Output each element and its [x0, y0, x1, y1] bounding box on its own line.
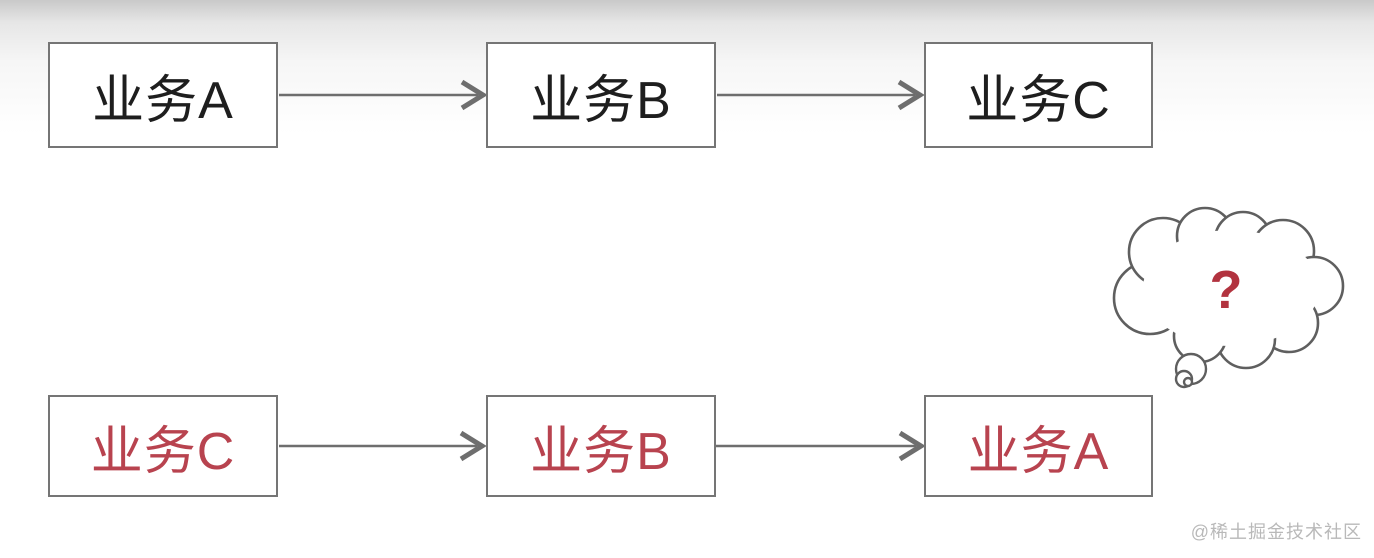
flow-node-label: 业务B — [530, 71, 672, 130]
flow-node-label: 业务A — [92, 71, 234, 130]
watermark-text: @稀土掘金技术社区 — [1190, 522, 1362, 542]
flow-node-bottom-a: 业务A — [924, 395, 1153, 497]
flow-node-top-c: 业务C — [924, 42, 1153, 148]
flow-arrow-top-1 — [279, 79, 488, 111]
thought-bubble-question-text: ? — [1209, 260, 1243, 320]
flow-node-label: 业务C — [90, 422, 236, 481]
flow-node-label: 业务C — [966, 71, 1111, 130]
flow-node-label: 业务B — [530, 422, 672, 481]
flow-arrow-top-2 — [717, 79, 925, 111]
flow-node-bottom-c: 业务C — [48, 395, 278, 497]
flow-node-bottom-b: 业务B — [486, 395, 716, 497]
flow-node-label: 业务A — [967, 422, 1110, 481]
flow-node-top-a: 业务A — [48, 42, 278, 148]
flow-arrow-bottom-2 — [716, 430, 926, 462]
flow-node-top-b: 业务B — [486, 42, 716, 148]
flow-arrow-bottom-1 — [279, 430, 487, 462]
